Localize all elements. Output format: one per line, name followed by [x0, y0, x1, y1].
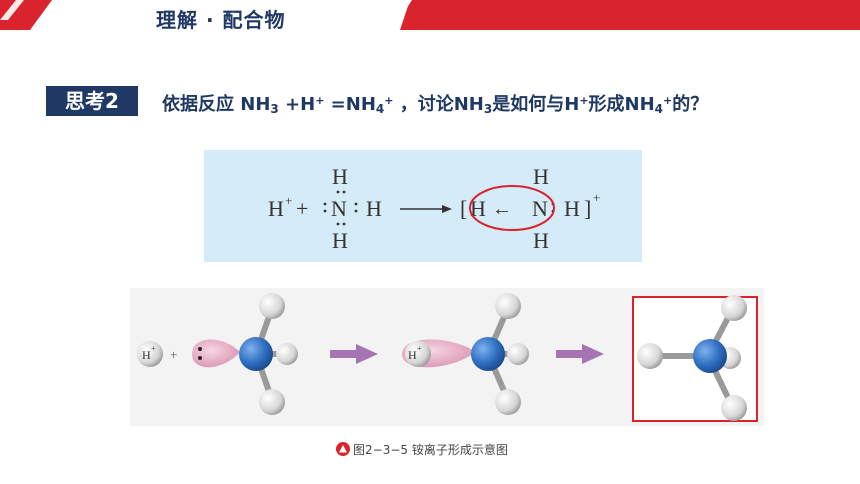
h-ion-label-2: H [408, 348, 417, 362]
q-part: 的？ [672, 94, 709, 115]
h-ion-sphere-1: H + [137, 341, 163, 367]
eq-reactant-charge: + [285, 193, 292, 208]
warning-triangle-icon [336, 442, 350, 456]
think-badge: 思考2 [46, 86, 138, 116]
header-bar [0, 0, 860, 30]
q-part: +H [278, 94, 316, 115]
eq-product-h-left: H [470, 196, 486, 221]
nh4-ion-molecule [637, 295, 747, 421]
eq-plus: + [296, 196, 308, 221]
h-ion-charge: + [151, 344, 156, 353]
eq-dative-arrow: ← [492, 198, 512, 220]
process-arrow-2 [556, 344, 604, 364]
q-part: 依据反应 NH [162, 94, 271, 115]
page-title: 理解 · 配合物 [156, 8, 286, 32]
header-stripe-right [390, 0, 412, 22]
eq-product-h-right: H [564, 196, 580, 221]
q-sup: + [579, 94, 589, 107]
caption-text: 图2−3−5 铵离子形成示意图 [353, 443, 508, 457]
h-ion-label: H [142, 348, 151, 362]
q-sup: + [663, 94, 673, 107]
header-stripe [0, 0, 24, 20]
q-sup: + [384, 94, 394, 107]
eq-lbracket: [ [460, 196, 467, 221]
q-part: =NH [324, 94, 376, 115]
nh3-molecule [192, 293, 298, 415]
intermediate-molecule: H + [402, 293, 529, 415]
reaction-arrow [400, 205, 452, 213]
lewis-equation: H + + H N H H [ H ← N H H H ] + [268, 164, 600, 253]
lone-pair-lobe [192, 339, 240, 368]
q-sub: 4 [375, 102, 385, 116]
eq-h-top: H [332, 164, 348, 189]
highlight-circle [469, 185, 555, 231]
eq-product-charge: + [593, 190, 600, 205]
process-arrow-1 [330, 344, 378, 364]
eq-rbracket: ] [584, 196, 591, 221]
q-sub: 3 [270, 102, 279, 116]
eq-reactant-h: H [268, 196, 284, 221]
q-part: ，讨论NH [393, 94, 484, 115]
header-red-right [400, 0, 860, 30]
question-text: 依据反应 NH3 +H+ =NH4+ ，讨论NH3是如何与H+形成NH4+的？ [162, 90, 708, 116]
electron-dots [323, 190, 555, 226]
eq-n: N [331, 196, 347, 221]
h-ion-charge-2: + [417, 344, 422, 353]
q-sub: 4 [654, 102, 664, 116]
eq-product-n: N [532, 196, 548, 221]
molecule-illustration: H + + H + [137, 293, 758, 422]
ammonium-formation-diagram: H + + H + [130, 288, 764, 426]
q-sup: + [315, 94, 325, 107]
lewis-equation-box: H + + H N H H [ H ← N H H H ] + [204, 150, 642, 262]
eq-h-bottom: H [332, 228, 348, 253]
q-part: 是如何与H [492, 94, 580, 115]
eq-product-h-top: H [533, 164, 549, 189]
q-sub: 3 [483, 102, 493, 116]
eq-product-h-bottom: H [533, 228, 549, 253]
diagram-plus: + [170, 347, 177, 362]
figure-caption: 图2−3−5 铵离子形成示意图 [336, 441, 508, 458]
q-part: 形成NH [588, 94, 655, 115]
eq-h-right: H [366, 196, 382, 221]
